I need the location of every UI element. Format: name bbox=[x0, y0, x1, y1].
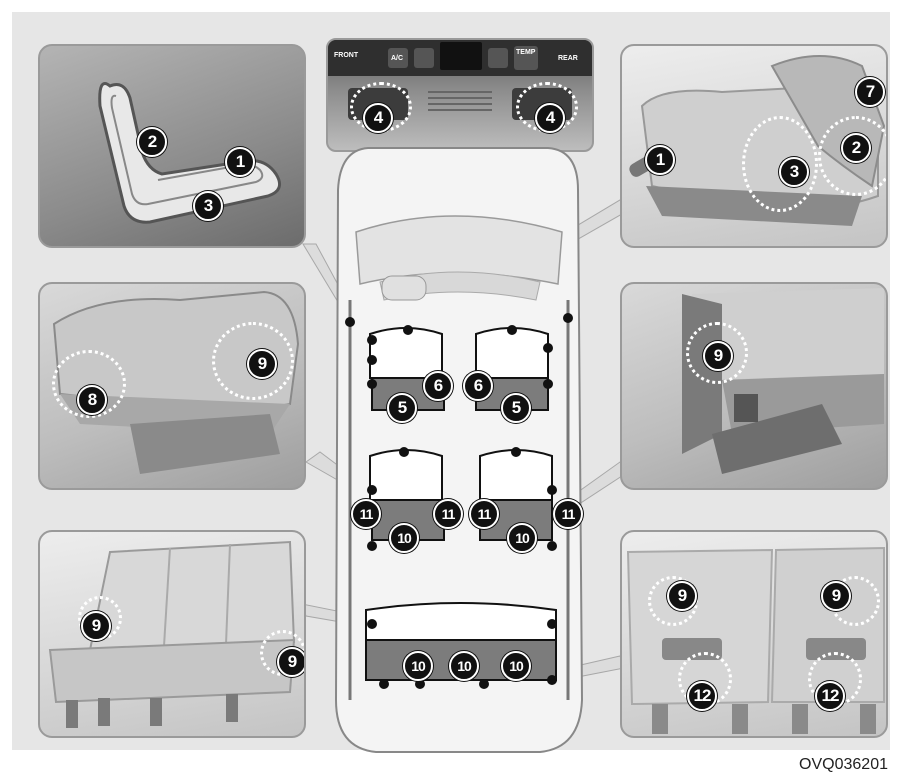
callout-marker: 5 bbox=[501, 393, 531, 423]
callout-marker: 3 bbox=[779, 157, 809, 187]
front-seat-photo-inset: 7 1 2 3 bbox=[620, 44, 888, 248]
second-row-seat-side-inset: 8 9 bbox=[38, 282, 306, 490]
callout-marker: 11 bbox=[433, 499, 463, 529]
callout-marker: 12 bbox=[815, 681, 845, 711]
callout-marker: 6 bbox=[463, 371, 493, 401]
callout-marker: 10 bbox=[507, 523, 537, 553]
highlight-ring bbox=[52, 350, 126, 418]
callout-marker: 11 bbox=[469, 499, 499, 529]
front-label: FRONT bbox=[334, 52, 359, 59]
callout-marker: 9 bbox=[667, 581, 697, 611]
callout-marker: 4 bbox=[363, 103, 393, 133]
callout-marker: 12 bbox=[687, 681, 717, 711]
callout-marker: 11 bbox=[351, 499, 381, 529]
callout-marker: 1 bbox=[645, 145, 675, 175]
callout-marker: 9 bbox=[277, 647, 304, 677]
driver-seat-switch-inset: 2 1 3 bbox=[38, 44, 306, 248]
third-row-back-inset: 9 9 12 12 bbox=[620, 530, 888, 738]
ac-label: A/C bbox=[391, 55, 404, 62]
callout-marker: 10 bbox=[501, 651, 531, 681]
callout-marker: 2 bbox=[137, 127, 167, 157]
figure-code: OVQ036201 bbox=[799, 756, 888, 773]
callout-marker: 11 bbox=[553, 499, 583, 529]
callout-marker: 10 bbox=[389, 523, 419, 553]
callout-marker: 2 bbox=[841, 133, 871, 163]
highlight-ring bbox=[686, 322, 748, 384]
third-row-bench-inset: 9 9 bbox=[38, 530, 306, 738]
highlight-ring bbox=[648, 576, 698, 626]
callout-marker: 5 bbox=[387, 393, 417, 423]
callout-marker: 1 bbox=[225, 147, 255, 177]
callout-marker: 8 bbox=[77, 385, 107, 415]
highlight-ring bbox=[212, 322, 294, 400]
highlight-ring bbox=[742, 116, 818, 212]
callout-marker: 10 bbox=[403, 651, 433, 681]
callout-marker: 9 bbox=[703, 341, 733, 371]
callout-marker: 9 bbox=[247, 349, 277, 379]
callout-marker: 9 bbox=[821, 581, 851, 611]
callout-marker: 9 bbox=[81, 611, 111, 641]
bench-seat-illustration bbox=[48, 540, 296, 728]
highlight-ring bbox=[818, 116, 886, 196]
temp-label: TEMP bbox=[516, 49, 536, 56]
callout-marker: 3 bbox=[193, 191, 223, 221]
seat-detail-illustration bbox=[682, 288, 884, 474]
callout-marker: 4 bbox=[535, 103, 565, 133]
rear-label: REAR bbox=[558, 55, 578, 62]
second-row-seat-detail-inset: 9 bbox=[620, 282, 888, 490]
callout-marker: 10 bbox=[449, 651, 479, 681]
callout-marker: 7 bbox=[855, 77, 885, 107]
callout-marker: 6 bbox=[423, 371, 453, 401]
rear-console-inset: FRONT A/C TEMP REAR 4 4 bbox=[326, 38, 594, 152]
